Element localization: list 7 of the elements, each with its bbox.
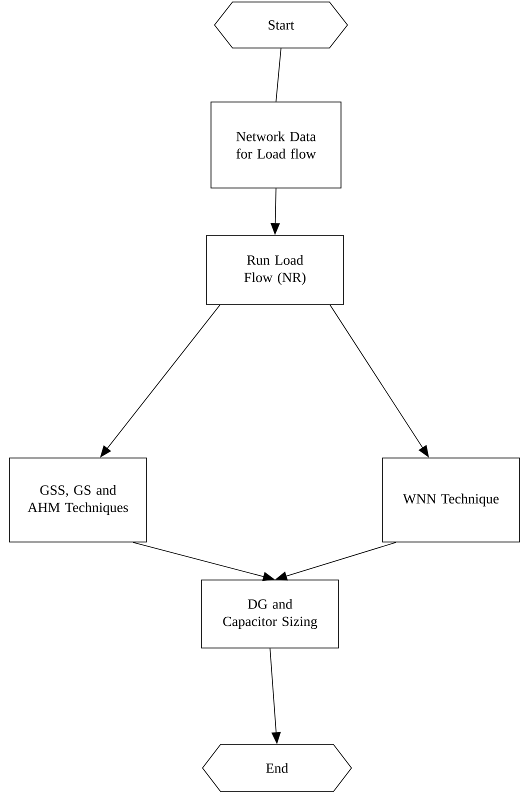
- terminal-hexagon: End: [202, 744, 352, 792]
- process-box: Run Load Flow (NR): [206, 235, 344, 305]
- terminal-hexagon: Start: [214, 2, 348, 48]
- process-box: DG and Capacitor Sizing: [201, 580, 339, 648]
- process-box: GSS, GS and AHM Techniques: [9, 458, 147, 542]
- process-box: Network Data for Load flow: [210, 102, 342, 188]
- process-box: WNN Technique: [382, 458, 520, 542]
